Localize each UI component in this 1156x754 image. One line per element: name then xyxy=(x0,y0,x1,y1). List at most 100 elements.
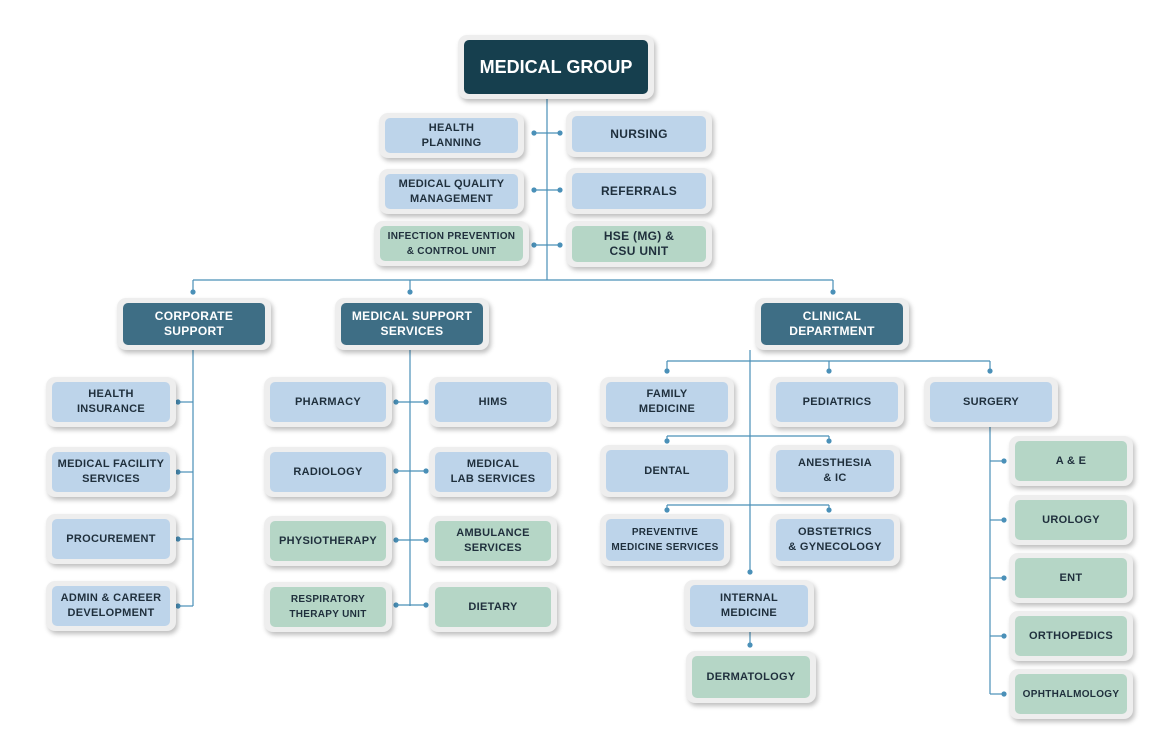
unit-hse-csu: HSE (MG) & CSU UNIT xyxy=(566,221,712,267)
connector-dot xyxy=(557,130,563,136)
unit-label: HSE (MG) & CSU UNIT xyxy=(572,226,706,262)
medical-support-item: RADIOLOGY xyxy=(264,447,392,497)
item-label: PEDIATRICS xyxy=(776,382,898,422)
root-node: MEDICAL GROUP xyxy=(458,35,654,99)
connector-dot xyxy=(531,130,537,136)
item-label: PREVENTIVE MEDICINE SERVICES xyxy=(606,519,724,561)
connector-dot xyxy=(423,537,429,543)
item-label: HIMS xyxy=(435,382,551,422)
unit-nursing: NURSING xyxy=(566,111,712,157)
connector-dot xyxy=(423,468,429,474)
item-label: INTERNAL MEDICINE xyxy=(690,585,808,627)
clinical-preventive-medicine: PREVENTIVE MEDICINE SERVICES xyxy=(600,514,730,566)
connector-dot xyxy=(1001,458,1007,464)
surgery-item: ORTHOPEDICS xyxy=(1009,611,1133,661)
connector-dot xyxy=(1001,575,1007,581)
unit-infection-prevention: INFECTION PREVENTION & CONTROL UNIT xyxy=(374,221,529,266)
medical-support-item: PHYSIOTHERAPY xyxy=(264,516,392,566)
connector-dot xyxy=(175,469,181,475)
item-label: DENTAL xyxy=(606,450,728,492)
connector-dot xyxy=(1001,691,1007,697)
medical-support-item: AMBULANCE SERVICES xyxy=(429,516,557,566)
item-label: RESPIRATORY THERAPY UNIT xyxy=(270,587,386,627)
connector-dot xyxy=(826,368,832,374)
corporate-item: MEDICAL FACILITY SERVICES xyxy=(46,447,176,497)
item-label: MEDICAL FACILITY SERVICES xyxy=(52,452,170,492)
item-label: OPHTHALMOLOGY xyxy=(1015,674,1127,714)
item-label: PHARMACY xyxy=(270,382,386,422)
unit-referrals: REFERRALS xyxy=(566,168,712,214)
item-label: UROLOGY xyxy=(1015,500,1127,540)
section-label: MEDICAL SUPPORT SERVICES xyxy=(341,303,483,345)
unit-label: NURSING xyxy=(572,116,706,152)
corporate-item: ADMIN & CAREER DEVELOPMENT xyxy=(46,581,176,631)
surgery-item: A & E xyxy=(1009,436,1133,486)
connector-dot xyxy=(393,399,399,405)
item-label: PHYSIOTHERAPY xyxy=(270,521,386,561)
root-label: MEDICAL GROUP xyxy=(464,40,648,94)
surgery-item: ENT xyxy=(1009,553,1133,603)
item-label: FAMILY MEDICINE xyxy=(606,382,728,422)
clinical-obstetrics: OBSTETRICS & GYNECOLOGY xyxy=(770,514,900,566)
connector-dot xyxy=(175,603,181,609)
clinical-dental: DENTAL xyxy=(600,445,734,497)
medical-support-item: HIMS xyxy=(429,377,557,427)
medical-support-item: MEDICAL LAB SERVICES xyxy=(429,447,557,497)
unit-medical-quality-management: MEDICAL QUALITY MANAGEMENT xyxy=(379,169,524,214)
item-label: ADMIN & CAREER DEVELOPMENT xyxy=(52,586,170,626)
connector-dot xyxy=(175,536,181,542)
connector-dot xyxy=(393,537,399,543)
unit-health-planning: HEALTH PLANNING xyxy=(379,113,524,158)
unit-label: INFECTION PREVENTION & CONTROL UNIT xyxy=(380,226,523,261)
section-label: CORPORATE SUPPORT xyxy=(123,303,265,345)
unit-label: MEDICAL QUALITY MANAGEMENT xyxy=(385,174,518,209)
section-corporate-support: CORPORATE SUPPORT xyxy=(117,298,271,350)
surgery-item: UROLOGY xyxy=(1009,495,1133,545)
item-label: A & E xyxy=(1015,441,1127,481)
connector-dot xyxy=(1001,517,1007,523)
connector-dot xyxy=(987,368,993,374)
item-label: SURGERY xyxy=(930,382,1052,422)
connector-dot xyxy=(557,242,563,248)
clinical-surgery: SURGERY xyxy=(924,377,1058,427)
connector-dot xyxy=(393,468,399,474)
section-label: CLINICAL DEPARTMENT xyxy=(761,303,903,345)
medical-support-item: DIETARY xyxy=(429,582,557,632)
connector-dot xyxy=(531,242,537,248)
unit-label: REFERRALS xyxy=(572,173,706,209)
item-label: ANESTHESIA & IC xyxy=(776,450,894,492)
connector-dot xyxy=(175,399,181,405)
connector-dot xyxy=(423,602,429,608)
connector-dot xyxy=(531,187,537,193)
medical-support-item: PHARMACY xyxy=(264,377,392,427)
clinical-pediatrics: PEDIATRICS xyxy=(770,377,904,427)
connector-dot xyxy=(664,368,670,374)
item-label: ORTHOPEDICS xyxy=(1015,616,1127,656)
section-medical-support-services: MEDICAL SUPPORT SERVICES xyxy=(335,298,489,350)
connector-dot xyxy=(423,399,429,405)
corporate-item: HEALTH INSURANCE xyxy=(46,377,176,427)
connector-dot xyxy=(747,569,753,575)
item-label: PROCUREMENT xyxy=(52,519,170,559)
clinical-anesthesia: ANESTHESIA & IC xyxy=(770,445,900,497)
medical-support-item: RESPIRATORY THERAPY UNIT xyxy=(264,582,392,632)
clinical-family-medicine: FAMILY MEDICINE xyxy=(600,377,734,427)
section-clinical-department: CLINICAL DEPARTMENT xyxy=(755,298,909,350)
item-label: HEALTH INSURANCE xyxy=(52,382,170,422)
clinical-internal-medicine: INTERNAL MEDICINE xyxy=(684,580,814,632)
connector-dot xyxy=(1001,633,1007,639)
item-label: RADIOLOGY xyxy=(270,452,386,492)
item-label: DERMATOLOGY xyxy=(692,656,810,698)
connector-dot xyxy=(393,602,399,608)
connector-dot xyxy=(747,642,753,648)
item-label: OBSTETRICS & GYNECOLOGY xyxy=(776,519,894,561)
item-label: ENT xyxy=(1015,558,1127,598)
item-label: AMBULANCE SERVICES xyxy=(435,521,551,561)
unit-label: HEALTH PLANNING xyxy=(385,118,518,153)
clinical-dermatology: DERMATOLOGY xyxy=(686,651,816,703)
item-label: DIETARY xyxy=(435,587,551,627)
connector-dot xyxy=(557,187,563,193)
item-label: MEDICAL LAB SERVICES xyxy=(435,452,551,492)
surgery-item: OPHTHALMOLOGY xyxy=(1009,669,1133,719)
